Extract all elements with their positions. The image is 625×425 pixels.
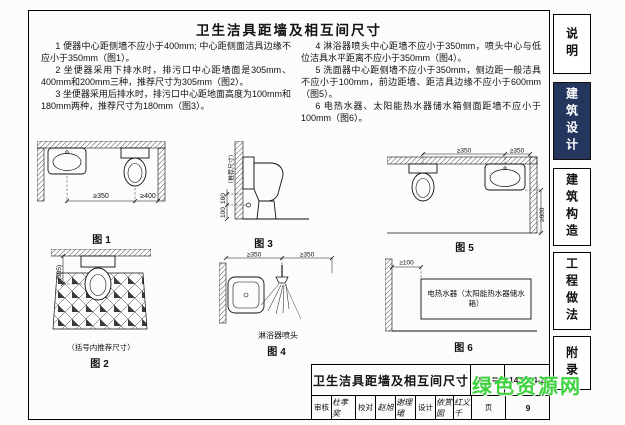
shower-head [260,265,302,320]
figure-5-diagram: ≥350 ≥350 ≥600 [387,148,545,236]
figure-3: 100 180 （推荐尺寸） 图3 [219,141,311,250]
atlas-no-value: 14J914-2 [509,375,545,385]
page-frame: 卫生洁具距墙及相互间尺寸 1 便器中心距侧墙不应小于400mm; 中心距侧面洁具… [28,10,550,420]
shower-head-caption: 淋浴器喷头 [258,331,298,340]
design-signature-1: 依赏囡 [436,396,454,419]
note-6: 6 电热水器、太阳能热水器储水箱侧面距墙不应小于100mm（图6）。 [301,101,541,123]
washbasin-top-view [484,163,526,191]
watermark: 绿色资源网 [472,376,582,398]
dim-label-350a: ≥350 [457,148,472,155]
figure-1-diagram: ≥350 ≥400 [37,141,166,204]
page-number: 9 [525,402,531,413]
dimension-lines [64,176,161,204]
tab-label: 建筑构造 [564,173,579,241]
figure-6-label: 图6 [454,343,476,354]
dim-label-350b: ≥350 [510,148,525,155]
tab-label: 建筑设计 [564,87,579,155]
water-heater-label: 电热水器（太阳能热水器储水箱） [427,289,525,308]
toilet-top-view [408,163,438,202]
figure-3-diagram: 100 180 （推荐尺寸） [220,141,309,222]
dimension-lines [420,151,544,236]
note-1: 1 便器中心距侧墙不应小于400mm; 中心距侧面洁具边缘不应小于350mm（图… [41,41,291,63]
note-5: 5 洗面器中心距侧墙不应小于350mm，侧边距一般洁具不应小于100mm，前边距… [301,65,541,99]
dimension-lines [224,189,246,222]
tab-fulu[interactable]: 附录 [553,336,591,390]
dim-label-350a: ≥350 [247,252,262,259]
figure-3-label: 图3 [254,239,276,250]
atlas-no-label: 图集号 [471,365,505,395]
figure-4: ≥350 ≥350 淋浴器喷头 图4 [219,251,337,358]
design-signature-2: 红义千 [454,396,472,419]
dim-label-305: (305) [56,265,63,280]
page-label: 页 [472,396,506,419]
page-title: 卫生洁具距墙及相互间尺寸 [196,23,382,38]
proof-signature-2: 谢理珺 [396,396,416,419]
title-block: 卫生洁具距墙及相互间尺寸 图集号 14J914-2 审核 杜孝奖 校对 赵旭 谢… [311,364,549,419]
notes: 1 便器中心距侧墙不应小于400mm; 中心距侧面洁具边缘不应小于350mm（图… [41,40,541,124]
wall-hatch [219,262,227,324]
notes-left-column: 1 便器中心距侧墙不应小于400mm; 中心距侧面洁具边缘不应小于350mm（图… [41,40,291,124]
dimension-lines [60,253,85,287]
tab-shuoming[interactable]: 说明 [553,14,591,74]
figure-4-diagram: ≥350 ≥350 [219,252,335,324]
tiled-floor [52,272,148,330]
dim-label-400: ≥400 [140,193,156,200]
note-2: 2 坐便器采用下排水时，排污口中心距墙面是305mm、400mm和200mm三种… [41,65,291,87]
figure-2-diagram: (305) [51,249,151,330]
figure-1: ≥350 ≥400 图1 [37,141,169,246]
figure-5-label: 图5 [455,243,477,254]
tab-label: 工程做法 [564,257,579,325]
water-heater-box [420,278,532,320]
dimension-lines [223,255,335,273]
notes-right-column: 4 淋浴器喷头中心距墙不应小于350mm，喷头中心与低位洁具水平距离不应小于35… [301,40,541,124]
title-block-title: 卫生洁具距墙及相互间尺寸 [312,365,471,395]
figure-6: ≥100 电热水器（太阳能热水器储水箱） 图6 [385,255,545,354]
dim-label-100: ≥100 [399,260,414,267]
wall-hatch [385,258,393,332]
tab-label: 附录 [564,346,579,380]
dim-label-180: 180 [220,193,227,204]
figure-1-label: 图1 [92,235,114,246]
recommended-note: （推荐尺寸） [228,151,236,187]
figure-5: ≥350 ≥350 ≥600 图5 [387,147,545,254]
toilet-side-view [242,156,284,220]
section-tab-strip: 说明 建筑设计 建筑构造 工程做法 附录 [553,14,593,390]
dim-label-100: 100 [220,207,227,218]
outlet-center [246,202,251,208]
wall-hatch [51,249,151,257]
figure-2-label: 图2 [90,359,112,370]
wall-hatch [37,141,166,202]
wall-hatch [234,141,244,220]
dim-label-600: ≥600 [539,207,545,222]
figure-4-label: 图4 [267,347,289,358]
toilet-top-view [120,147,150,187]
note-4: 4 淋浴器喷头中心距墙不应小于350mm，喷头中心与低位洁具水平距离不应小于35… [301,41,541,63]
tab-gongcheng-zuofa[interactable]: 工程做法 [553,252,591,330]
low-fixture-top-view [227,276,265,314]
washbasin-top-view [47,147,87,175]
dim-label-350b: ≥350 [300,252,315,259]
tab-label: 说明 [564,27,579,61]
review-signature: 杜孝奖 [332,396,356,419]
figure-2: (305) （括号内推荐尺寸） 图2 [51,249,151,370]
note-3: 3 坐便器采用后排水时，排污口中心距地面高度为100mm和180mm两种，推荐尺… [41,89,291,111]
design-label: 设计 [416,396,436,419]
proof-label: 校对 [356,396,376,419]
figure-2-note: （括号内推荐尺寸） [67,343,135,352]
proof-signature-1: 赵旭 [376,396,396,419]
wall-hatch [387,156,538,234]
tab-jianzhu-gouzao[interactable]: 建筑构造 [553,168,591,246]
dim-label-350: ≥350 [93,193,109,200]
tab-jianzhu-sheji[interactable]: 建筑设计 [553,82,591,160]
review-label: 审核 [312,396,332,419]
dimension-lines [389,264,424,279]
figure-6-diagram: ≥100 [385,258,537,332]
